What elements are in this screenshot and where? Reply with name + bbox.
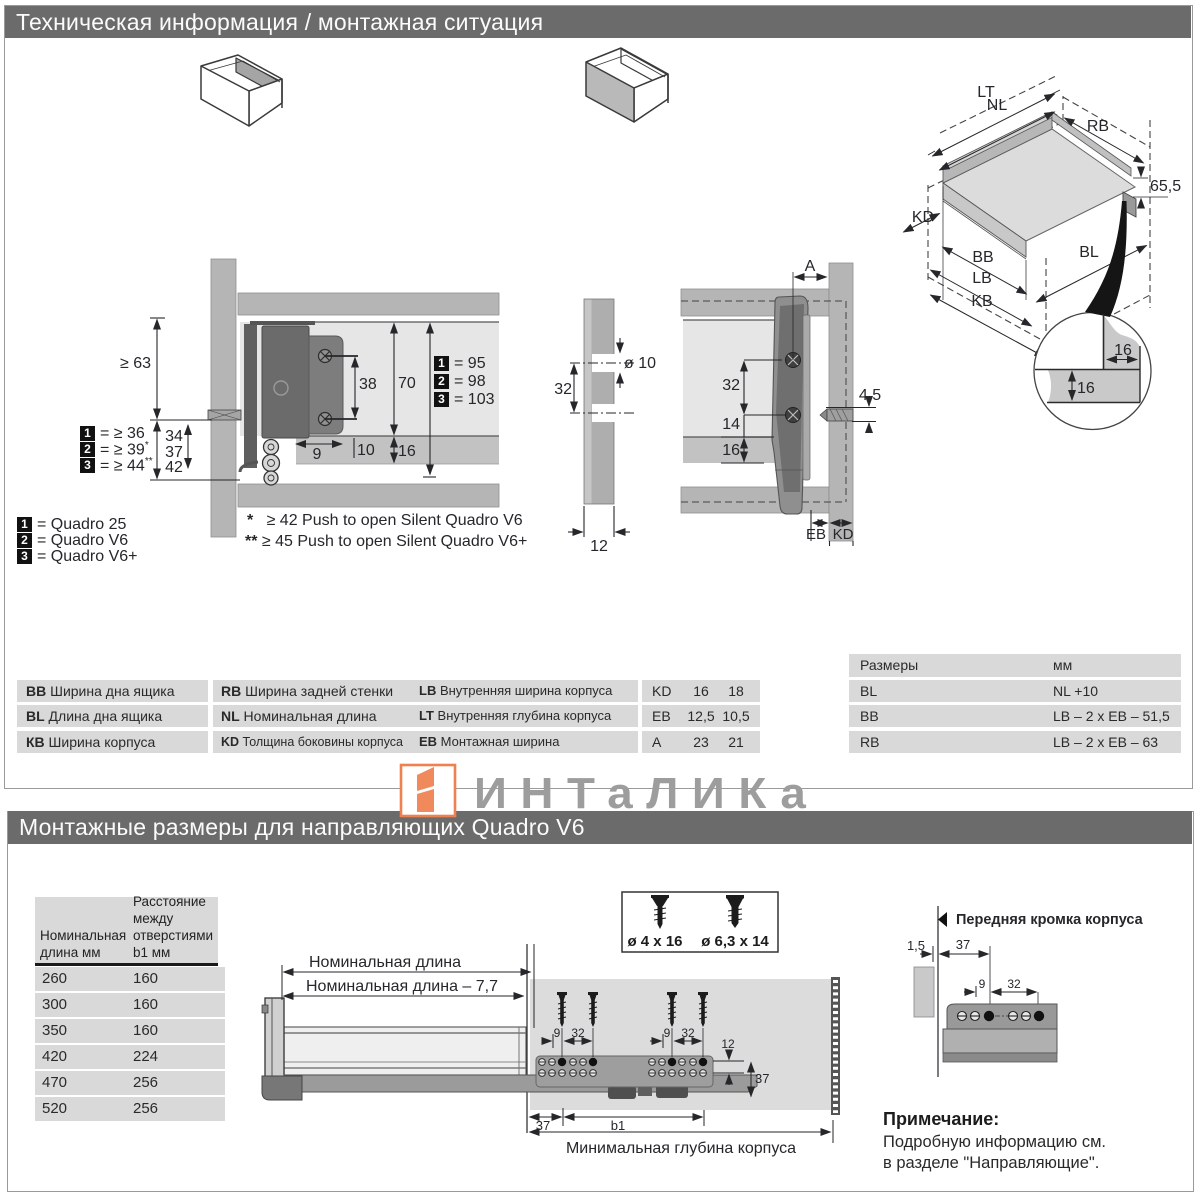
svg-text:34: 34 — [165, 428, 183, 445]
svg-text:≥ 63: ≥ 63 — [120, 355, 151, 372]
svg-text:KD: KD — [912, 209, 934, 226]
svg-text:Минимальная глубина корпуса: Минимальная глубина корпуса — [566, 1140, 796, 1157]
svg-text:ø 4 x 16: ø 4 x 16 — [627, 933, 682, 950]
svg-text:A: A — [805, 258, 816, 275]
svg-text:b1: b1 — [611, 1118, 625, 1133]
svg-text:9: 9 — [313, 446, 322, 463]
svg-text:LT: LT — [977, 84, 995, 101]
svg-text:RB: RB — [1087, 118, 1109, 135]
svg-text:1,5: 1,5 — [907, 938, 925, 953]
svg-text:12: 12 — [721, 1037, 735, 1051]
svg-text:32: 32 — [571, 1026, 585, 1040]
svg-text:EB: EB — [806, 526, 826, 543]
svg-text:32: 32 — [722, 377, 740, 394]
svg-text:10: 10 — [357, 442, 375, 459]
svg-text:BB: BB — [972, 249, 993, 266]
svg-text:Номинальная длина: Номинальная длина — [309, 954, 461, 971]
svg-text:9: 9 — [554, 1026, 561, 1040]
svg-text:ø 10: ø 10 — [624, 355, 656, 372]
svg-text:16: 16 — [398, 443, 416, 460]
svg-text:14: 14 — [722, 416, 740, 433]
svg-text:42: 42 — [165, 459, 183, 476]
svg-text:LB: LB — [972, 270, 992, 287]
svg-text:37: 37 — [755, 1071, 769, 1086]
svg-text:32: 32 — [554, 381, 572, 398]
svg-text:Номинальная длина – 7,7: Номинальная длина – 7,7 — [306, 978, 498, 995]
svg-text:37: 37 — [956, 937, 970, 952]
svg-text:37: 37 — [536, 1118, 550, 1133]
svg-text:16: 16 — [1077, 380, 1095, 397]
svg-text:70: 70 — [398, 375, 416, 392]
svg-text:KD: KD — [833, 526, 854, 543]
svg-text:32: 32 — [681, 1026, 695, 1040]
svg-text:38: 38 — [359, 376, 377, 393]
svg-text:9: 9 — [979, 977, 986, 991]
svg-text:ø 6,3 x 14: ø 6,3 x 14 — [701, 933, 769, 950]
svg-text:4,5: 4,5 — [859, 387, 881, 404]
svg-text:NL: NL — [987, 97, 1008, 114]
svg-text:37: 37 — [165, 444, 183, 461]
svg-text:KB: KB — [971, 293, 992, 310]
svg-text:12: 12 — [590, 538, 608, 555]
svg-text:9: 9 — [664, 1026, 671, 1040]
svg-text:Передняя кромка корпуса: Передняя кромка корпуса — [956, 912, 1144, 928]
svg-text:16: 16 — [722, 442, 740, 459]
svg-text:65,5: 65,5 — [1150, 178, 1181, 195]
svg-text:32: 32 — [1007, 977, 1021, 991]
svg-text:16: 16 — [1114, 342, 1132, 359]
svg-text:BL: BL — [1079, 244, 1099, 261]
